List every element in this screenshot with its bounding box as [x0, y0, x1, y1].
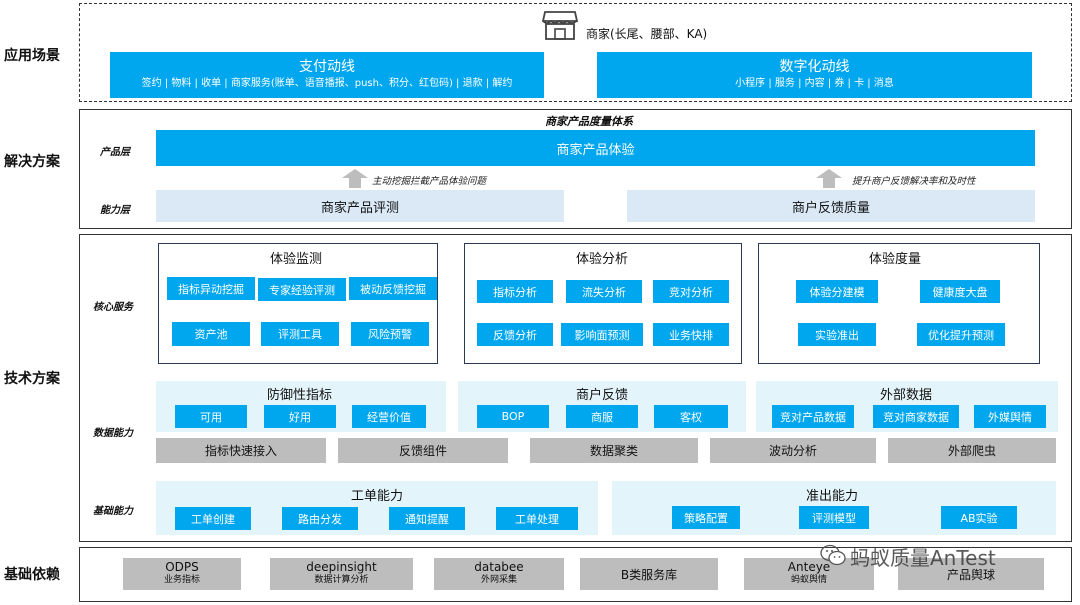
ticket-chip: 通知提醒	[389, 507, 465, 530]
base-item-name: ODPS	[165, 560, 199, 574]
row-label-app: 应用场景	[4, 48, 60, 64]
system-title: 商家产品度量体系	[545, 115, 633, 128]
analysis-chip: 流失分析	[566, 280, 642, 303]
up-arrow-icon	[342, 169, 368, 188]
feedback-chip: BOP	[477, 405, 549, 428]
shop-icon	[541, 9, 579, 41]
analysis-chip: 指标分析	[477, 280, 553, 303]
monitor-chip: 资产池	[172, 322, 250, 346]
feedback-chip: 商服	[566, 405, 638, 428]
up-arrow-icon	[816, 169, 842, 188]
base-band	[79, 547, 1072, 602]
payment-flow-box: 支付动线 签约 | 物料 | 收单 | 商家服务(账单、语音播报、push、积分…	[110, 52, 544, 98]
experience-monitor-title: 体验监测	[270, 252, 323, 267]
data-bar: 指标快速接入	[156, 438, 326, 463]
base-item-odps: ODPS 业务指标	[123, 558, 241, 590]
app-scenario-band	[79, 3, 1072, 102]
data-bar: 反馈组件	[338, 438, 508, 463]
row-label-base: 基础依赖	[4, 567, 60, 583]
external-chip: 外媒舆情	[974, 405, 1046, 428]
measure-chip: 优化提升预测	[917, 323, 1005, 346]
experience-analysis-title: 体验分析	[576, 252, 629, 267]
data-bar: 数据聚类	[530, 438, 698, 463]
digital-flow-title: 数字化动线	[779, 59, 850, 75]
digital-flow-box: 数字化动线 小程序 | 服务 | 内容 | 券 | 卡 | 消息	[597, 52, 1032, 98]
digital-flow-items: 小程序 | 服务 | 内容 | 券 | 卡 | 消息	[735, 78, 894, 89]
base-item-anteye: Anteye 蚂蚁舆情	[744, 558, 874, 590]
measure-chip: 体验分建模	[796, 280, 878, 303]
defense-chip: 好用	[264, 405, 336, 428]
analysis-chip: 影响面预测	[561, 323, 643, 346]
arrow-note-left: 主动挖掘拦截产品体验问题	[372, 176, 487, 187]
merchant-feedback-title: 商户反馈	[576, 388, 629, 403]
external-data-title: 外部数据	[880, 388, 933, 403]
product-experience-bar: 商家产品体验	[156, 130, 1035, 166]
experience-measure-title: 体验度量	[869, 252, 922, 267]
data-bar: 外部爬虫	[888, 438, 1056, 463]
admission-ability-title: 准出能力	[806, 489, 859, 504]
monitor-chip: 指标异动挖掘	[167, 277, 255, 300]
analysis-chip: 业务快排	[653, 323, 729, 346]
admission-chip: AB实验	[941, 506, 1017, 529]
merchant-types: 商家(长尾、腰部、KA)	[586, 27, 708, 41]
ticket-chip: 路由分发	[282, 507, 358, 530]
ability-layer-label: 能力层	[100, 205, 130, 216]
wechat-icon	[820, 544, 846, 566]
analysis-chip: 竞对分析	[653, 280, 729, 303]
base-item-databee: databee 外网采集	[434, 558, 564, 590]
base-item-b-service: B类服务库	[580, 558, 718, 590]
analysis-chip: 反馈分析	[477, 323, 553, 346]
base-item-name: Anteye	[787, 560, 831, 574]
monitor-chip: 被动反馈挖掘	[349, 277, 437, 300]
ticket-chip: 工单创建	[175, 507, 251, 530]
base-item-deepinsight: deepinsight 数据计算分析	[270, 558, 413, 590]
feedback-chip: 客权	[654, 405, 728, 428]
measure-chip: 健康度大盘	[920, 280, 1000, 303]
monitor-chip: 风险预警	[351, 322, 429, 346]
external-chip: 竞对商家数据	[873, 405, 959, 428]
base-item-sub: 外网采集	[480, 575, 517, 585]
base-item-sub: 蚂蚁舆情	[790, 575, 827, 585]
payment-flow-items: 签约 | 物料 | 收单 | 商家服务(账单、语音播报、push、积分、红包码)…	[141, 78, 513, 89]
row-label-solution: 解决方案	[4, 154, 60, 170]
external-chip: 竞对产品数据	[772, 405, 854, 428]
data-ability-label: 数据能力	[93, 428, 133, 439]
base-item-sub: 数据计算分析	[314, 575, 369, 585]
measure-chip: 实验准出	[798, 323, 876, 346]
data-bar: 波动分析	[710, 438, 876, 463]
base-item-product-sentiment: 产品舆球	[898, 558, 1044, 590]
core-service-label: 核心服务	[93, 302, 133, 313]
base-item-name: databee	[474, 560, 524, 574]
row-label-tech: 技术方案	[4, 371, 60, 387]
defense-chip: 经营价值	[352, 405, 426, 428]
monitor-chip: 专家经验评测	[258, 278, 346, 301]
monitor-chip: 评测工具	[261, 322, 339, 346]
watermark-text: 蚂蚁质量AnTest	[850, 546, 996, 570]
base-item-name: 产品舆球	[946, 567, 995, 582]
ticket-chip: 工单处理	[496, 507, 578, 530]
admission-chip: 策略配置	[672, 506, 740, 529]
merchant-feedback-quality: 商户反馈质量	[627, 190, 1035, 222]
ticket-ability-title: 工单能力	[351, 489, 404, 504]
defensive-metrics-title: 防御性指标	[267, 388, 333, 403]
arrow-note-right: 提升商户反馈解决率和及时性	[852, 176, 976, 187]
base-item-sub: 业务指标	[163, 575, 200, 585]
payment-flow-title: 支付动线	[299, 59, 355, 75]
product-layer-label: 产品层	[100, 147, 130, 158]
base-ability-label: 基础能力	[93, 506, 133, 517]
admission-chip: 评测模型	[799, 506, 869, 529]
base-item-name: B类服务库	[620, 567, 678, 582]
merchant-product-eval: 商家产品评测	[156, 190, 564, 222]
defense-chip: 可用	[175, 405, 247, 428]
base-item-name: deepinsight	[306, 560, 377, 574]
